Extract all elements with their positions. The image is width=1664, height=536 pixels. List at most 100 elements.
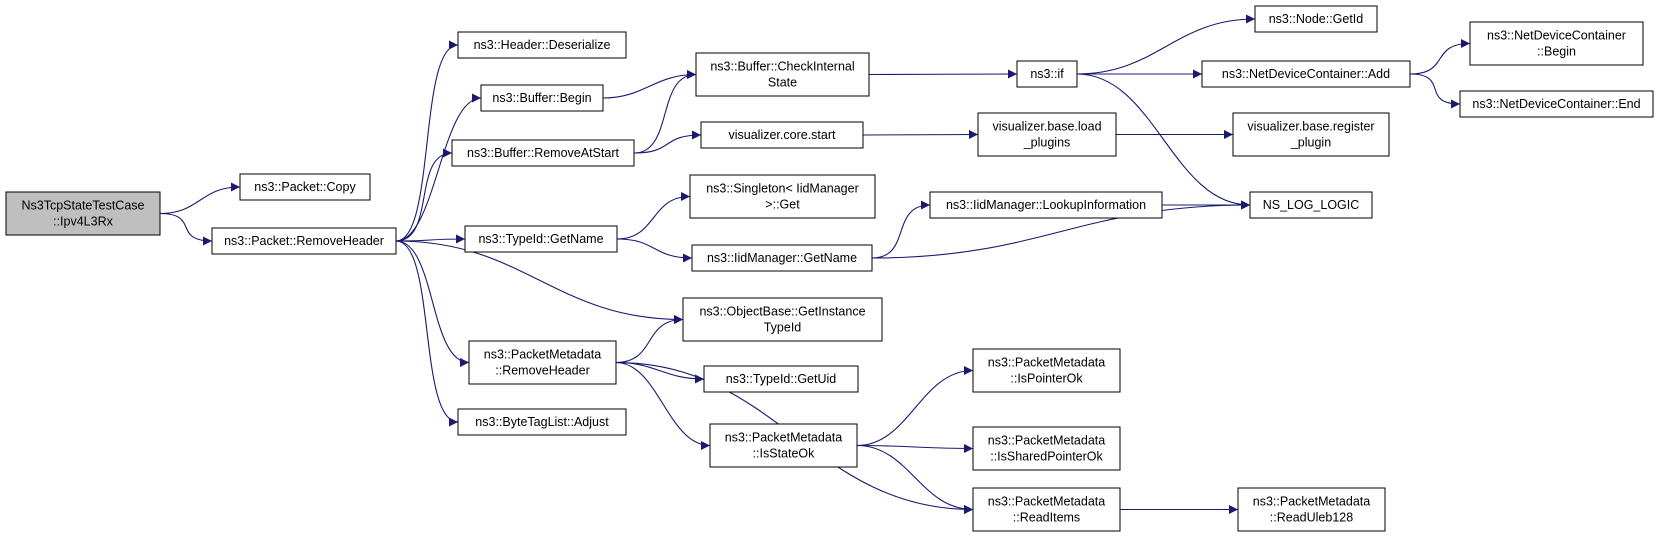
node-box[interactable] bbox=[972, 426, 1121, 471]
node-pmuleb[interactable]: ns3::PacketMetadata::ReadUleb128 bbox=[1237, 487, 1386, 532]
node-box[interactable] bbox=[451, 139, 635, 167]
node-nslog[interactable]: NS_LOG_LOGIC bbox=[1249, 191, 1373, 219]
node-box[interactable] bbox=[691, 244, 873, 272]
node-box[interactable] bbox=[1237, 487, 1386, 532]
node-singleton[interactable]: ns3::Singleton< IidManager>::Get bbox=[689, 174, 876, 219]
node-label: ns3::Header::Deserialize bbox=[474, 38, 611, 52]
node-box[interactable] bbox=[709, 423, 858, 468]
edge-nsif-to-nodeid bbox=[1076, 14, 1256, 75]
node-box[interactable] bbox=[239, 173, 371, 201]
node-label: ns3::PacketMetadata bbox=[988, 495, 1105, 509]
node-box[interactable] bbox=[700, 121, 864, 149]
node-label: ::IsStateOk bbox=[753, 447, 816, 461]
node-hdeser[interactable]: ns3::Header::Deserialize bbox=[457, 31, 627, 59]
node-nsif[interactable]: ns3::if bbox=[1016, 60, 1078, 88]
node-pmremove[interactable]: ns3::PacketMetadata::RemoveHeader bbox=[468, 340, 617, 385]
node-box[interactable] bbox=[682, 297, 883, 342]
node-tgetuid[interactable]: ns3::TypeId::GetUid bbox=[703, 365, 859, 393]
edge-premove-to-bremove bbox=[395, 148, 453, 242]
node-box[interactable] bbox=[480, 84, 604, 112]
edge-premove-to-hdeser bbox=[395, 40, 459, 242]
node-label: ::RemoveHeader bbox=[495, 364, 590, 378]
node-ndcbegin[interactable]: ns3::NetDeviceContainer::Begin bbox=[1469, 21, 1644, 66]
node-label: ns3::ObjectBase::GetInstance bbox=[699, 305, 865, 319]
edge-iidgetname-to-iidlookup bbox=[871, 200, 931, 259]
node-box[interactable] bbox=[1249, 191, 1373, 219]
edge-bremove-to-vstart bbox=[633, 130, 702, 154]
node-box[interactable] bbox=[972, 348, 1121, 393]
edge-bbegin-to-bcheck bbox=[602, 70, 697, 99]
node-label: ns3::IidManager::GetName bbox=[707, 251, 857, 265]
node-bbegin[interactable]: ns3::Buffer::Begin bbox=[480, 84, 604, 112]
node-box[interactable] bbox=[457, 31, 627, 59]
node-pmstate[interactable]: ns3::PacketMetadata::IsStateOk bbox=[709, 423, 858, 468]
node-label: TypeId bbox=[764, 321, 802, 335]
node-label: ::IsPointerOk bbox=[1010, 372, 1083, 386]
node-label: ::ReadItems bbox=[1013, 511, 1080, 525]
edge-tgetname-to-singleton bbox=[616, 192, 691, 240]
node-label: ::Begin bbox=[1537, 45, 1576, 59]
node-box[interactable] bbox=[695, 52, 870, 97]
node-label: NS_LOG_LOGIC bbox=[1263, 198, 1360, 212]
node-label: visualizer.core.start bbox=[729, 128, 837, 142]
node-label: ns3::ByteTagList::Adjust bbox=[475, 415, 609, 429]
nodes-layer: Ns3TcpStateTestCase::Ipv4L3Rxns3::Packet… bbox=[5, 5, 1654, 532]
edge-ndcadd-to-ndcbegin bbox=[1409, 39, 1471, 75]
node-label: ns3::TypeId::GetUid bbox=[726, 372, 837, 386]
node-label: ns3::Node::GetId bbox=[1269, 12, 1364, 26]
edge-pmstate-to-pmptr bbox=[856, 366, 974, 447]
edge-premove-to-pmremove bbox=[395, 240, 470, 367]
node-pcopy[interactable]: ns3::Packet::Copy bbox=[239, 173, 371, 201]
edge-nsif-to-nslog bbox=[1076, 73, 1251, 210]
node-box[interactable] bbox=[468, 340, 617, 385]
node-box[interactable] bbox=[1201, 60, 1411, 88]
node-box[interactable] bbox=[929, 191, 1163, 219]
node-tgetname[interactable]: ns3::TypeId::GetName bbox=[464, 225, 618, 253]
edge-iidgetname-to-nslog bbox=[871, 200, 1251, 259]
node-vstart[interactable]: visualizer.core.start bbox=[700, 121, 864, 149]
node-box[interactable] bbox=[689, 174, 876, 219]
node-pmread[interactable]: ns3::PacketMetadata::ReadItems bbox=[972, 487, 1121, 532]
node-box[interactable] bbox=[5, 191, 161, 236]
node-label: _plugins bbox=[1023, 136, 1071, 150]
node-label: ns3::Buffer::RemoveAtStart bbox=[467, 146, 619, 160]
node-box[interactable] bbox=[1016, 60, 1078, 88]
edge-pmremove-to-objinst bbox=[615, 315, 684, 364]
node-box[interactable] bbox=[972, 487, 1121, 532]
node-label: ns3::Packet::Copy bbox=[254, 180, 356, 194]
node-ndcadd[interactable]: ns3::NetDeviceContainer::Add bbox=[1201, 60, 1411, 88]
node-label: ns3::Buffer::CheckInternal bbox=[710, 60, 854, 74]
node-pmptr[interactable]: ns3::PacketMetadata::IsPointerOk bbox=[972, 348, 1121, 393]
edge-root-to-pcopy bbox=[159, 182, 241, 215]
node-box[interactable] bbox=[464, 225, 618, 253]
node-vreg[interactable]: visualizer.base.register_plugin bbox=[1232, 112, 1390, 157]
node-nodeid[interactable]: ns3::Node::GetId bbox=[1254, 5, 1378, 33]
edges-layer bbox=[159, 14, 1471, 514]
node-label: ::IsSharedPointerOk bbox=[990, 450, 1103, 464]
node-box[interactable] bbox=[1254, 5, 1378, 33]
node-box[interactable] bbox=[703, 365, 859, 393]
node-iidlookup[interactable]: ns3::IidManager::LookupInformation bbox=[929, 191, 1163, 219]
node-root[interactable]: Ns3TcpStateTestCase::Ipv4L3Rx bbox=[5, 191, 161, 236]
node-box[interactable] bbox=[211, 227, 397, 255]
node-vload[interactable]: visualizer.base.load _plugins bbox=[977, 112, 1117, 157]
node-box[interactable] bbox=[977, 112, 1117, 157]
node-label: visualizer.base.load bbox=[992, 120, 1101, 134]
node-label: >::Get bbox=[765, 198, 800, 212]
node-label: ns3::PacketMetadata bbox=[725, 431, 842, 445]
node-box[interactable] bbox=[457, 408, 627, 436]
node-bremove[interactable]: ns3::Buffer::RemoveAtStart bbox=[451, 139, 635, 167]
node-pmshared[interactable]: ns3::PacketMetadata::IsSharedPointerOk bbox=[972, 426, 1121, 471]
edge-premove-to-bbegin bbox=[395, 93, 482, 242]
node-box[interactable] bbox=[1459, 90, 1654, 118]
node-ndcend[interactable]: ns3::NetDeviceContainer::End bbox=[1459, 90, 1654, 118]
node-label: ns3::if bbox=[1030, 67, 1064, 81]
node-btladj[interactable]: ns3::ByteTagList::Adjust bbox=[457, 408, 627, 436]
node-premove[interactable]: ns3::Packet::RemoveHeader bbox=[211, 227, 397, 255]
node-box[interactable] bbox=[1232, 112, 1390, 157]
node-box[interactable] bbox=[1469, 21, 1644, 66]
node-iidgetname[interactable]: ns3::IidManager::GetName bbox=[691, 244, 873, 272]
